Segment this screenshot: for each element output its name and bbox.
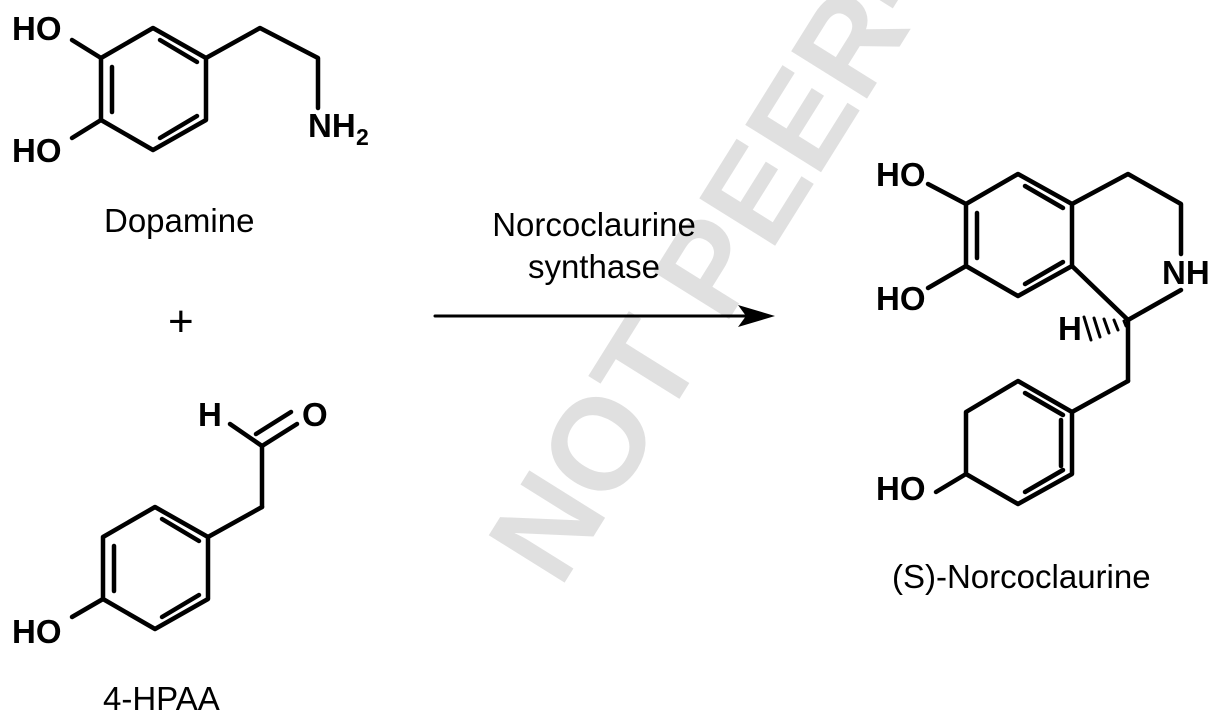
dopamine-nh2-subscript: 2	[356, 124, 369, 150]
norcoclaurine-nh: NH	[1162, 254, 1210, 291]
norcoclaurine-ho-top: HO	[876, 156, 926, 193]
hpaa-bonds	[69, 409, 300, 632]
hpaa-h: H	[198, 396, 222, 433]
stereo-hash-wedge	[1082, 315, 1128, 342]
norcoclaurine-name: (S)-Norcoclaurine	[892, 558, 1151, 595]
enzyme-name-line2: synthase	[528, 248, 660, 285]
norcoclaurine-ho-middle: HO	[876, 280, 926, 317]
dopamine-ho-bottom: HO	[12, 132, 62, 169]
hpaa-name: 4-HPAA	[103, 680, 220, 717]
dopamine-bonds	[69, 25, 321, 153]
norcoclaurine-ho-bottom: HO	[876, 470, 926, 507]
reaction-arrow	[433, 305, 775, 327]
norcoclaurine-h: H	[1058, 310, 1082, 347]
hpaa-ho: HO	[12, 613, 62, 650]
dopamine-ho-top: HO	[12, 10, 62, 47]
hpaa-structure: H O HO 4-HPAA	[12, 396, 328, 717]
enzyme-name-line1: Norcoclaurine	[492, 206, 696, 243]
dopamine-name: Dopamine	[104, 202, 254, 239]
dopamine-structure: HO HO NH 2 Dopamine	[12, 10, 369, 239]
watermark-text: NOT PEER-REVIEWED PREPRINT	[460, 0, 1218, 605]
plus-sign: +	[168, 297, 194, 346]
hpaa-o: O	[302, 396, 328, 433]
norcoclaurine-structure: HO HO NH H HO (S)-Norcoclaurine	[876, 156, 1210, 595]
norcoclaurine-bonds	[925, 171, 1184, 507]
dopamine-nh2: NH	[308, 107, 356, 144]
watermark: NOT PEER-REVIEWED PREPRINT	[460, 0, 1218, 605]
